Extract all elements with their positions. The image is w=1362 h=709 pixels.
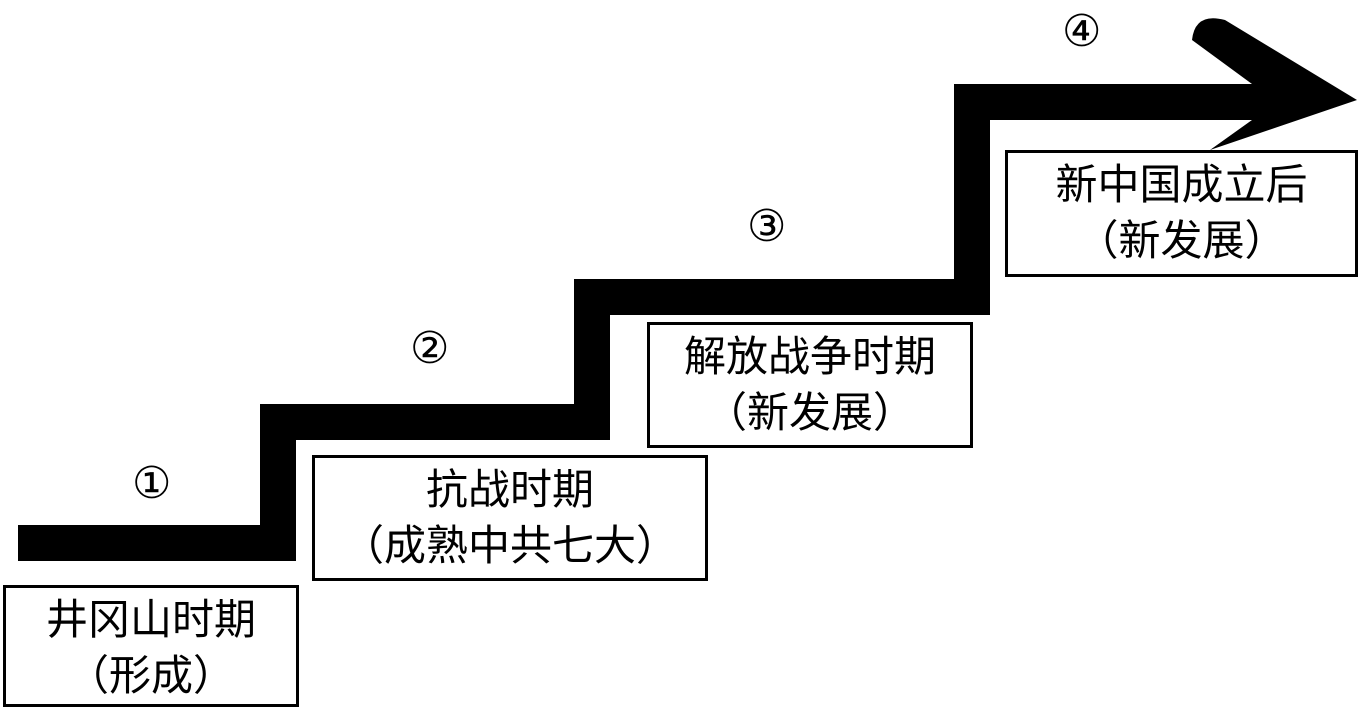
stage-title: 解放战争时期 <box>683 332 936 381</box>
stage-subtitle: （成熟中共七大） <box>341 521 678 570</box>
stage-number-3: ③ <box>747 201 787 252</box>
stage-subtitle: （形成） <box>66 651 235 700</box>
stage-box-4: 新中国成立后 （新发展） <box>1005 150 1358 277</box>
arrow-head <box>1192 18 1357 150</box>
staircase-line <box>18 84 1255 561</box>
stage-title: 抗战时期 <box>425 465 594 514</box>
stage-title: 新中国成立后 <box>1055 160 1308 209</box>
stage-number-1: ① <box>132 458 172 509</box>
stage-subtitle: （新发展） <box>1076 216 1287 265</box>
stage-box-3: 解放战争时期 （新发展） <box>647 322 973 448</box>
stage-number-2: ② <box>410 323 450 374</box>
stage-box-2: 抗战时期 （成熟中共七大） <box>312 455 708 581</box>
stage-box-1: 井冈山时期 （形成） <box>3 585 299 707</box>
stage-number-4: ④ <box>1062 6 1102 57</box>
stage-title: 井冈山时期 <box>45 595 256 644</box>
stage-subtitle: （新发展） <box>704 388 915 437</box>
